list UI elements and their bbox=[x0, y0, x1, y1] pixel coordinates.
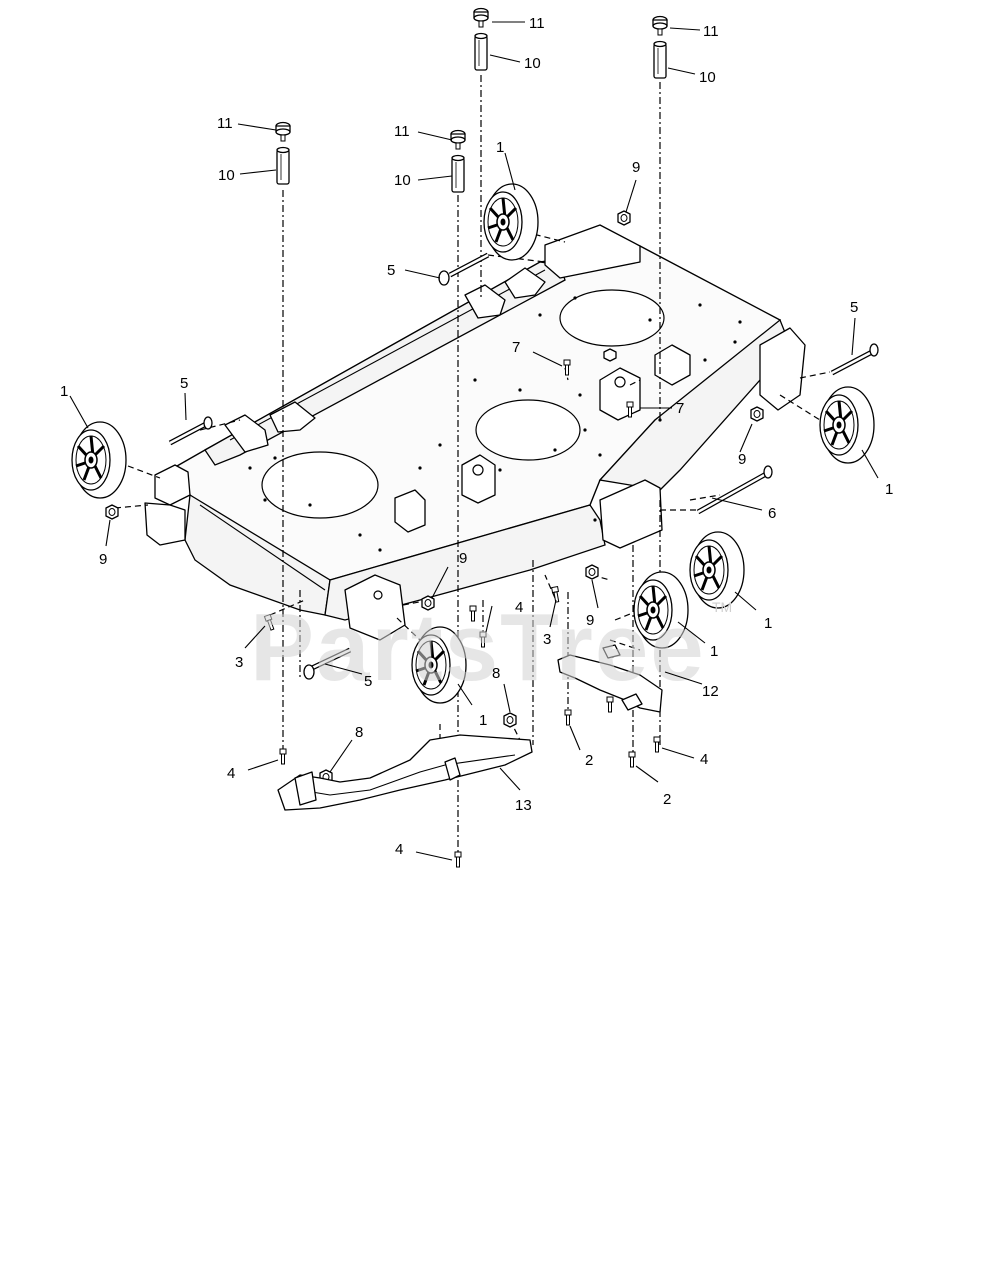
spindle-hole-right bbox=[559, 289, 665, 347]
baffle-tab bbox=[621, 693, 643, 711]
center-bracket-hole bbox=[472, 464, 484, 476]
bushing-left[interactable] bbox=[276, 146, 290, 185]
spindle-hole-center bbox=[475, 399, 581, 461]
caster-wheel-rear-center[interactable] bbox=[482, 182, 540, 262]
long-bolt[interactable] bbox=[696, 465, 773, 515]
callout-10-center: 10 bbox=[394, 172, 411, 189]
callout-8-right: 8 bbox=[492, 665, 500, 682]
nut-rear[interactable] bbox=[617, 210, 631, 226]
callout-11-top-right: 11 bbox=[703, 23, 719, 40]
nut-right[interactable] bbox=[750, 406, 764, 422]
callout-1-right: 1 bbox=[885, 481, 893, 498]
bushing-top-right[interactable] bbox=[653, 40, 667, 79]
callout-9-rear: 9 bbox=[632, 159, 640, 176]
right-bracket-a-hole bbox=[614, 376, 626, 388]
deck-right-side bbox=[598, 318, 791, 491]
callout-12: 12 bbox=[702, 683, 719, 700]
axle-bolt-front[interactable] bbox=[303, 647, 352, 680]
deck-hex-plug bbox=[603, 348, 617, 362]
chute-deflector-end-tab bbox=[294, 771, 317, 806]
callout-9-left: 9 bbox=[99, 551, 107, 568]
chute-deflector-bracket bbox=[444, 757, 461, 781]
deck-front-skirt-edge bbox=[199, 504, 326, 591]
rail-bracket-4 bbox=[504, 267, 546, 299]
bolt-4-bottom[interactable] bbox=[454, 851, 462, 868]
right-bracket-b bbox=[654, 344, 691, 386]
callout-9-front-left: 9 bbox=[459, 550, 467, 567]
cap-top-center[interactable] bbox=[473, 7, 489, 28]
bolt-4-left[interactable] bbox=[279, 748, 287, 765]
callout-5-rear: 5 bbox=[387, 262, 395, 279]
callout-1-front-left: 1 bbox=[479, 712, 487, 729]
rail-bracket-1 bbox=[224, 414, 269, 453]
watermark-trademark: TM bbox=[712, 599, 732, 615]
rail-bracket-3 bbox=[464, 284, 506, 319]
callout-2-right: 2 bbox=[663, 791, 671, 808]
right-bracket-a bbox=[599, 367, 641, 421]
center-bracket-left bbox=[394, 489, 426, 533]
callout-1-front-right-upper: 1 bbox=[764, 615, 772, 632]
callout-4-upper: 4 bbox=[515, 599, 523, 616]
callout-5-front: 5 bbox=[364, 673, 372, 690]
axle-bolt-right[interactable] bbox=[830, 343, 879, 376]
axle-bolt-rear[interactable] bbox=[438, 252, 490, 286]
bolt-4-right[interactable] bbox=[653, 736, 661, 753]
callout-11-center: 11 bbox=[394, 123, 410, 140]
right-side-bracket bbox=[759, 327, 806, 411]
deck-mount-block-left bbox=[154, 464, 191, 506]
callout-3-left: 3 bbox=[235, 654, 243, 671]
front-left-bracket-hole bbox=[373, 590, 383, 600]
callout-1-front-right-lower: 1 bbox=[710, 643, 718, 660]
center-bracket-middle bbox=[461, 454, 496, 504]
rail-bracket-2 bbox=[269, 401, 316, 433]
deck-mount-block-right-front bbox=[599, 479, 663, 549]
spindle-hole-left bbox=[261, 451, 379, 519]
bolt-2-left[interactable] bbox=[564, 709, 572, 726]
nut-left[interactable] bbox=[105, 504, 119, 520]
axle-bolt-left[interactable] bbox=[168, 416, 213, 446]
cap-center[interactable] bbox=[450, 129, 466, 150]
callout-9-right: 9 bbox=[738, 451, 746, 468]
callout-4-left: 4 bbox=[227, 765, 235, 782]
nut-8-right[interactable] bbox=[503, 712, 517, 728]
callout-labels: 11 10 11 10 11 10 11 10 1 9 5 7 7 5 1 9 … bbox=[60, 15, 893, 858]
callout-11-top-center: 11 bbox=[529, 15, 545, 32]
caster-wheel-left[interactable] bbox=[70, 420, 128, 500]
callout-10-top-center: 10 bbox=[524, 55, 541, 72]
callout-7-lower: 7 bbox=[676, 400, 684, 417]
callout-1-left: 1 bbox=[60, 383, 68, 400]
callout-3-right: 3 bbox=[543, 631, 551, 648]
callout-4-bottom: 4 bbox=[395, 841, 403, 858]
callout-8-left: 8 bbox=[355, 724, 363, 741]
callout-11-left: 11 bbox=[217, 115, 233, 132]
callout-10-top-right: 10 bbox=[699, 69, 716, 86]
nut-front-right[interactable] bbox=[585, 564, 599, 580]
callout-6: 6 bbox=[768, 505, 776, 522]
deck-mount-block-rear bbox=[544, 224, 641, 279]
callout-7-upper: 7 bbox=[512, 339, 520, 356]
callout-5-right: 5 bbox=[850, 299, 858, 316]
bushing-center[interactable] bbox=[451, 154, 465, 193]
bushing-top-center[interactable] bbox=[474, 32, 488, 71]
callout-10-left: 10 bbox=[218, 167, 235, 184]
deck-mount-block-left-lower bbox=[144, 502, 186, 546]
bolt-2-right[interactable] bbox=[628, 751, 636, 768]
leader-lines bbox=[69, 21, 879, 861]
callout-5-left: 5 bbox=[180, 375, 188, 392]
cap-top-right[interactable] bbox=[652, 15, 668, 36]
callout-1-rear: 1 bbox=[496, 139, 504, 156]
callout-4-right: 4 bbox=[700, 751, 708, 768]
chute-deflector[interactable] bbox=[277, 734, 533, 811]
callout-2-left: 2 bbox=[585, 752, 593, 769]
deck-mounting-holes bbox=[248, 296, 742, 552]
caster-wheel-right[interactable] bbox=[818, 385, 876, 465]
baffle-tab-top bbox=[602, 644, 621, 659]
cap-left[interactable] bbox=[275, 121, 291, 142]
callout-13: 13 bbox=[515, 797, 532, 814]
watermark: PartsTree bbox=[250, 594, 706, 701]
callout-9-front-right: 9 bbox=[586, 612, 594, 629]
